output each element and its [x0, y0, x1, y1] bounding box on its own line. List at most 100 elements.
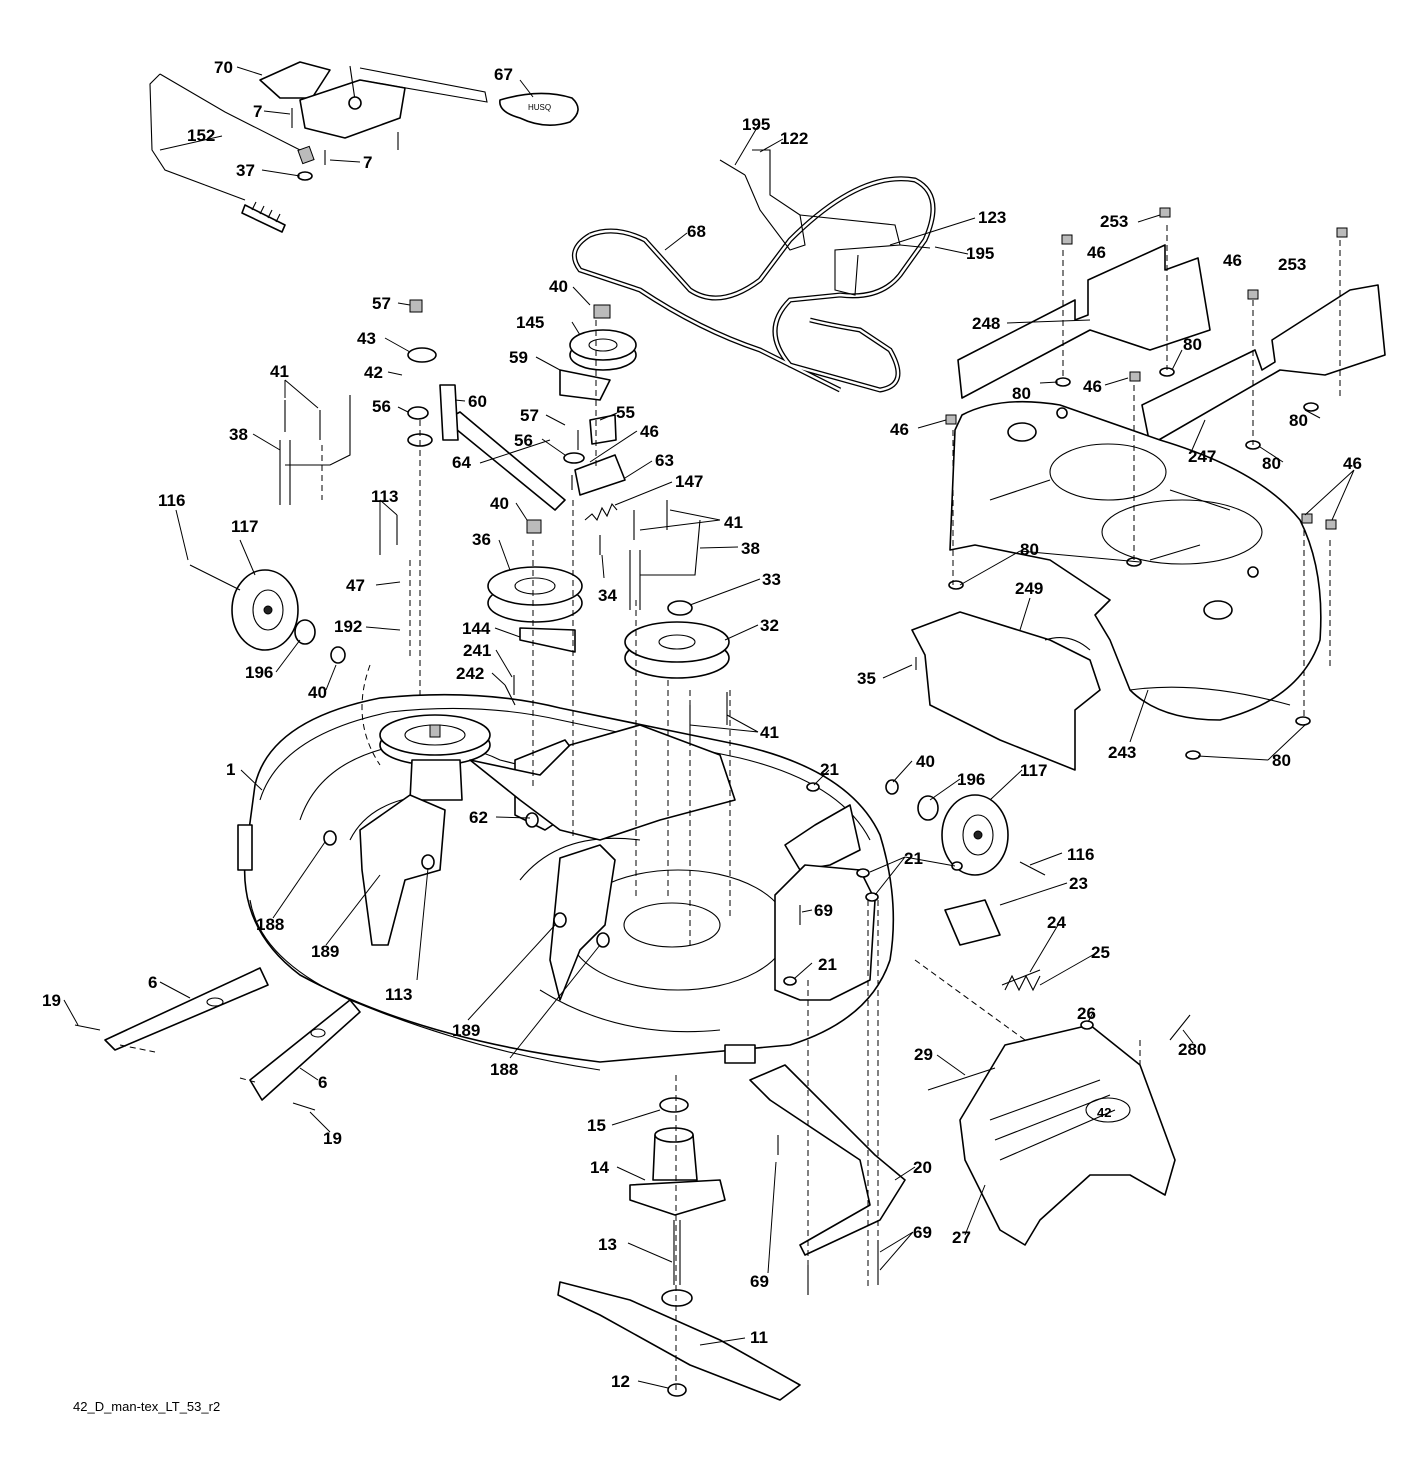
- callout-80f: 80: [1272, 751, 1291, 770]
- callout-243: 243: [1108, 743, 1136, 762]
- callout-42: 42: [364, 363, 383, 382]
- callout-116b: 116: [1067, 845, 1094, 864]
- callout-56b: 56: [514, 431, 533, 450]
- callout-36: 36: [472, 530, 491, 549]
- callout-70: 70: [214, 58, 233, 77]
- assembly-guide-lines: [119, 225, 1341, 1390]
- callout-145: 145: [516, 313, 544, 332]
- callout-21a: 21: [820, 760, 839, 779]
- callout-117b: 117: [1020, 761, 1047, 780]
- callout-60: 60: [468, 392, 487, 411]
- callout-35: 35: [857, 669, 876, 688]
- callout-46b: 46: [1223, 251, 1242, 270]
- callout-27: 27: [952, 1228, 971, 1247]
- left-spindle-pulley: [379, 714, 491, 801]
- callout-19b: 19: [323, 1129, 342, 1148]
- callout-11: 11: [750, 1328, 768, 1347]
- callout-15: 15: [587, 1116, 606, 1135]
- callout-24: 24: [1047, 913, 1066, 932]
- callout-38b: 38: [741, 539, 760, 558]
- callout-43: 43: [357, 329, 376, 348]
- callout-80c: 80: [1289, 411, 1308, 430]
- fasteners: [74, 207, 1348, 1295]
- callout-116a: 116: [158, 491, 185, 510]
- callout-14: 14: [590, 1158, 609, 1177]
- blade-11: [557, 1281, 801, 1401]
- spring-147: [584, 502, 618, 522]
- callout-67: 67: [494, 65, 513, 84]
- idler-bracket-144: [519, 627, 576, 653]
- spindle-assembly: [629, 1097, 726, 1397]
- callout-253a: 253: [1100, 212, 1128, 231]
- callout-192: 192: [334, 617, 362, 636]
- callout-40b: 40: [490, 494, 509, 513]
- callout-113a: 113: [371, 487, 398, 506]
- leader-lines: [63, 66, 1355, 1389]
- gauge-wheel-right: [885, 779, 1046, 876]
- callout-12: 12: [611, 1372, 630, 1391]
- callout-6b: 6: [318, 1073, 327, 1092]
- callout-1: 1: [226, 760, 235, 779]
- callout-40a: 40: [549, 277, 568, 296]
- callout-280: 280: [1178, 1040, 1206, 1059]
- callout-37: 37: [236, 161, 255, 180]
- exploded-view-drawing: HUSQ: [63, 61, 1386, 1401]
- callout-25: 25: [1091, 943, 1110, 962]
- deck-brackets: [359, 724, 876, 1001]
- idler-pulley-36: [487, 566, 583, 623]
- callout-196b: 196: [957, 770, 985, 789]
- callout-46f: 46: [640, 422, 659, 441]
- callout-47: 47: [346, 576, 365, 595]
- callout-40c: 40: [308, 683, 327, 702]
- belt-shields: [957, 244, 1386, 446]
- callout-195b: 195: [966, 244, 994, 263]
- gauge-wheel-left: [189, 564, 346, 664]
- callout-62: 62: [469, 808, 488, 827]
- arm-bracket-63: [574, 414, 626, 496]
- callout-242: 242: [456, 664, 484, 683]
- callout-69c: 69: [913, 1223, 932, 1242]
- callout-188b: 188: [490, 1060, 518, 1079]
- front-hanger-6b: [249, 999, 361, 1101]
- svg-text:HUSQ: HUSQ: [528, 103, 551, 112]
- callout-80d: 80: [1262, 454, 1281, 473]
- callout-7a: 7: [253, 102, 262, 121]
- callout-147: 147: [675, 472, 703, 491]
- rods-38: [279, 395, 701, 610]
- callout-23: 23: [1069, 874, 1088, 893]
- callout-80e: 80: [1020, 540, 1039, 559]
- callout-123: 123: [978, 208, 1006, 227]
- callout-80a: 80: [1183, 335, 1202, 354]
- callout-46e: 46: [1343, 454, 1362, 473]
- callout-41a: 41: [270, 362, 289, 381]
- callout-21b: 21: [904, 849, 923, 868]
- lift-lever-assembly: [149, 61, 488, 233]
- callout-41c: 41: [760, 723, 779, 742]
- front-hanger-6a: [104, 967, 269, 1051]
- callout-46d: 46: [890, 420, 909, 439]
- callout-80b: 80: [1012, 384, 1031, 403]
- callout-64: 64: [452, 453, 471, 472]
- discharge-chute: 42: [959, 1024, 1176, 1246]
- idler-pulley-145: [559, 329, 637, 401]
- callout-247: 247: [1188, 447, 1216, 466]
- callout-117a: 117: [231, 517, 258, 536]
- chute-bracket-20: [749, 1064, 906, 1256]
- drive-belt: [571, 176, 936, 393]
- callout-46c: 46: [1083, 377, 1102, 396]
- callout-113b: 113: [385, 985, 412, 1004]
- callout-59: 59: [509, 348, 528, 367]
- chute-decal-text: 42: [1097, 1105, 1111, 1120]
- callout-20: 20: [913, 1158, 932, 1177]
- belt-guide-rod: [719, 149, 931, 296]
- callout-19a: 19: [42, 991, 61, 1010]
- callout-68: 68: [687, 222, 706, 241]
- spindle-pulley-32: [624, 621, 730, 679]
- callout-34: 34: [598, 586, 617, 605]
- callout-69a: 69: [814, 901, 833, 920]
- callout-38a: 38: [229, 425, 248, 444]
- callout-41b: 41: [724, 513, 743, 532]
- callout-32: 32: [760, 616, 779, 635]
- callout-196a: 196: [245, 663, 273, 682]
